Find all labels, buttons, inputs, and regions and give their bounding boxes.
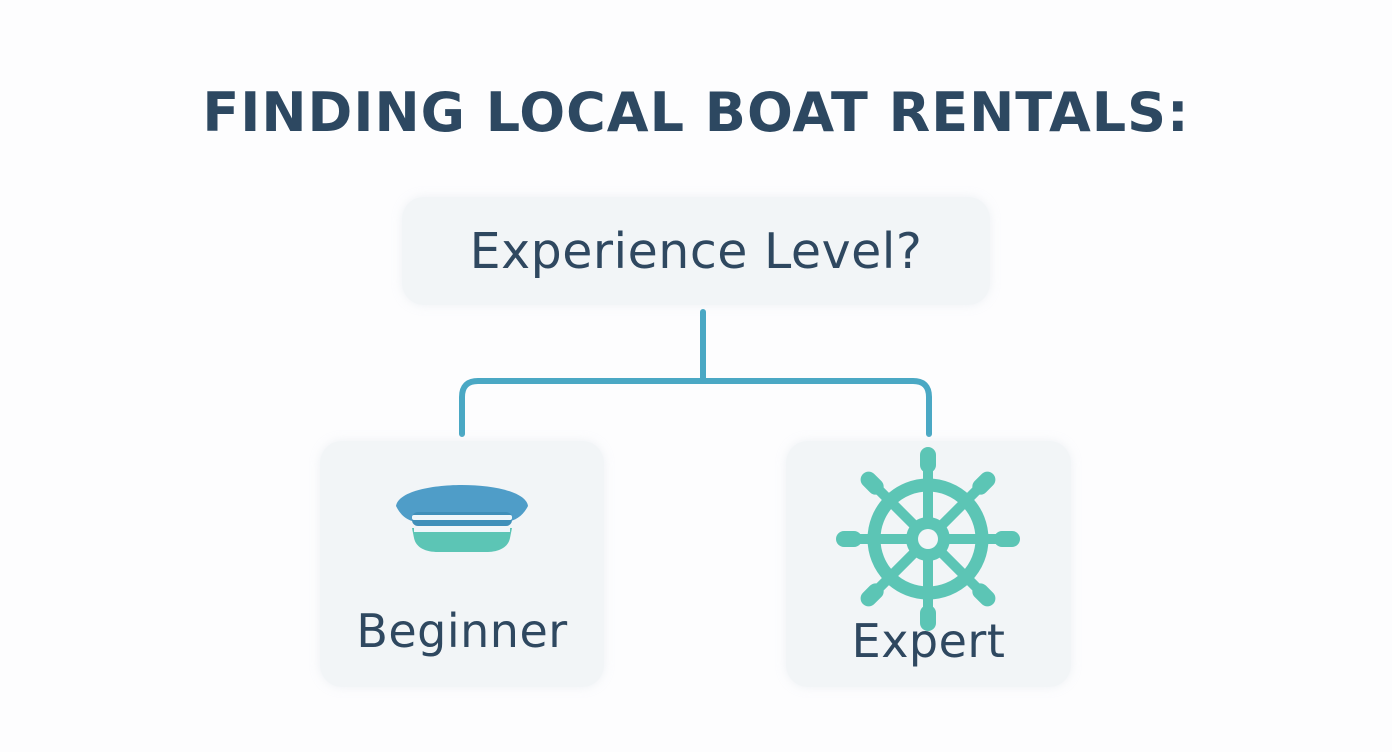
option-expert-label: Expert [851, 614, 1006, 668]
diagram-title: FINDING LOCAL BOAT RENTALS: [202, 81, 1190, 144]
captain-hat-icon [396, 485, 528, 552]
question-box: Experience Level? [402, 197, 990, 305]
ship-wheel-icon [836, 447, 1020, 631]
connector-branch-expert [700, 378, 932, 437]
option-beginner-label: Beginner [356, 604, 568, 658]
option-beginner [320, 441, 604, 687]
question-label: Experience Level? [469, 222, 923, 280]
connector-branch-beginner [459, 378, 706, 437]
